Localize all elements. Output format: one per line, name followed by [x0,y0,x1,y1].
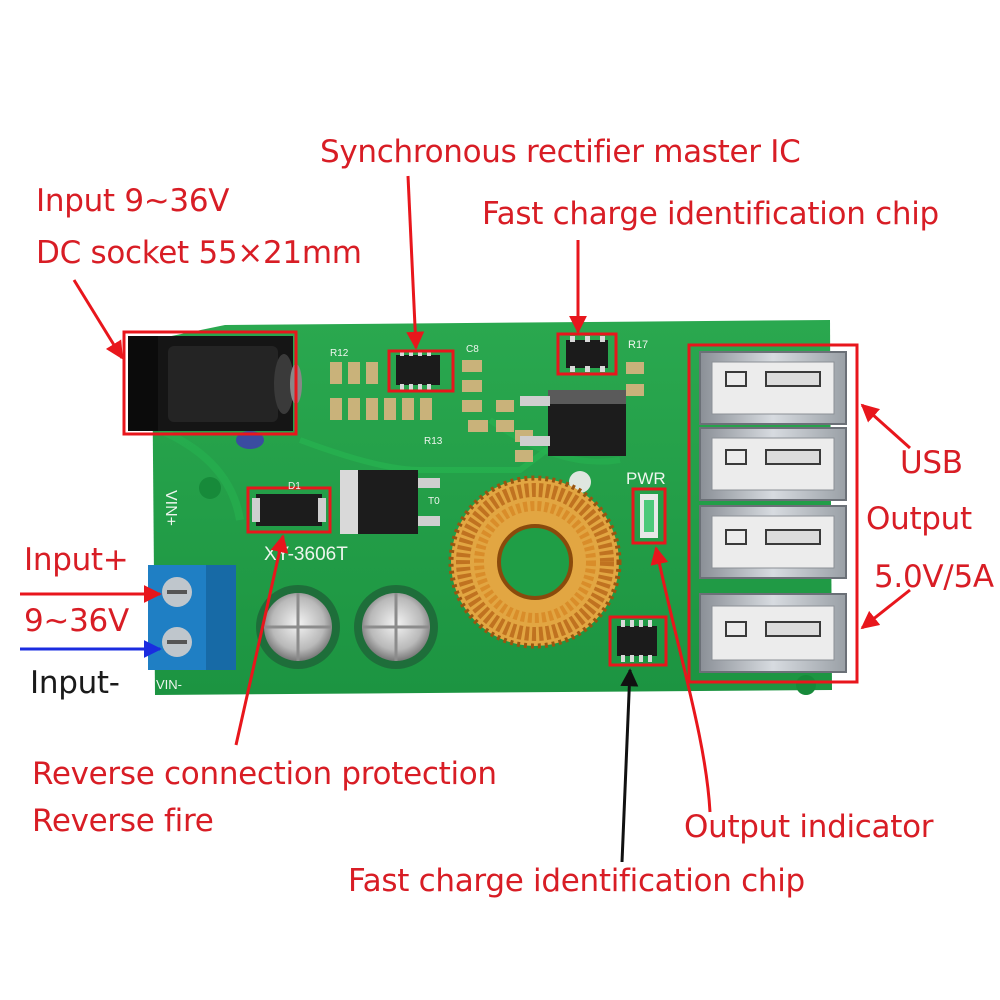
silk-r13: R13 [424,436,443,447]
usb-port [699,505,847,579]
label-output-indicator: Output indicator [684,809,934,845]
silk-d1: D1 [288,481,301,492]
label-fast-charge-top: Fast charge identification chip [482,196,939,232]
fast-charge-chip-bottom [617,620,657,662]
highlight-diode [246,486,332,534]
mosfet-upper [520,390,626,456]
reverse-protection-diode [252,494,326,526]
capacitor-left [256,585,340,669]
label-output: Output [866,501,972,537]
highlight-fast-charge-top [556,332,618,376]
fast-charge-chip-top [566,336,608,372]
label-sync-ic: Synchronous rectifier master IC [320,134,801,170]
silk-r12: R12 [330,348,349,359]
highlight-fast-charge-bottom [608,615,668,667]
arrow-output-indicator [650,546,712,813]
label-fast-charge-bottom: Fast charge identification chip [348,863,805,899]
mounting-hole [199,477,221,499]
usb-port [699,593,847,673]
arrow-usb-lower [860,588,911,630]
capacitor-right [354,585,438,669]
label-terminal-range: 9~36V [24,603,129,639]
silk-c8: C8 [466,344,479,355]
silk-pwr: PWR [626,469,666,488]
silk-vin-plus: VIN+ [162,490,179,526]
label-reverse-protection: Reverse connection protection [32,756,497,792]
pwr-led [640,494,658,538]
arrow-usb-upper [860,403,912,450]
dc-socket [128,336,302,449]
mosfet-lower [340,470,440,534]
sync-rectifier-ic [396,350,440,390]
label-dc-socket: DC socket 55×21mm [36,235,362,271]
highlight-usb-ports [687,343,859,684]
highlight-dc-socket [122,330,298,436]
label-output-rating: 5.0V/5A [874,559,994,595]
silk-r17: R17 [628,339,648,351]
label-reverse-fire: Reverse fire [32,803,214,839]
highlight-sync-ic [387,349,455,393]
highlight-pwr-led [631,487,667,545]
arrow-fast-charge-bottom [620,668,639,863]
silk-t0: T0 [428,496,440,507]
label-usb: USB [900,445,963,481]
input-terminal-block [148,565,236,670]
arrow-reverse-protection [234,534,289,746]
silk-vin-minus: VIN- [156,677,182,692]
label-input-plus: Input+ [24,542,129,578]
mounting-hole [796,675,816,695]
usb-port [699,427,847,501]
label-input-minus: Input- [30,665,120,701]
smd-components [330,360,644,462]
toroid-inductor [448,475,622,649]
label-input-voltage: Input 9~36V [36,183,230,219]
arrow-sync-ic [406,175,425,350]
usb-ports [699,351,847,673]
usb-port [699,351,847,425]
arrow-dc-socket [72,279,124,360]
